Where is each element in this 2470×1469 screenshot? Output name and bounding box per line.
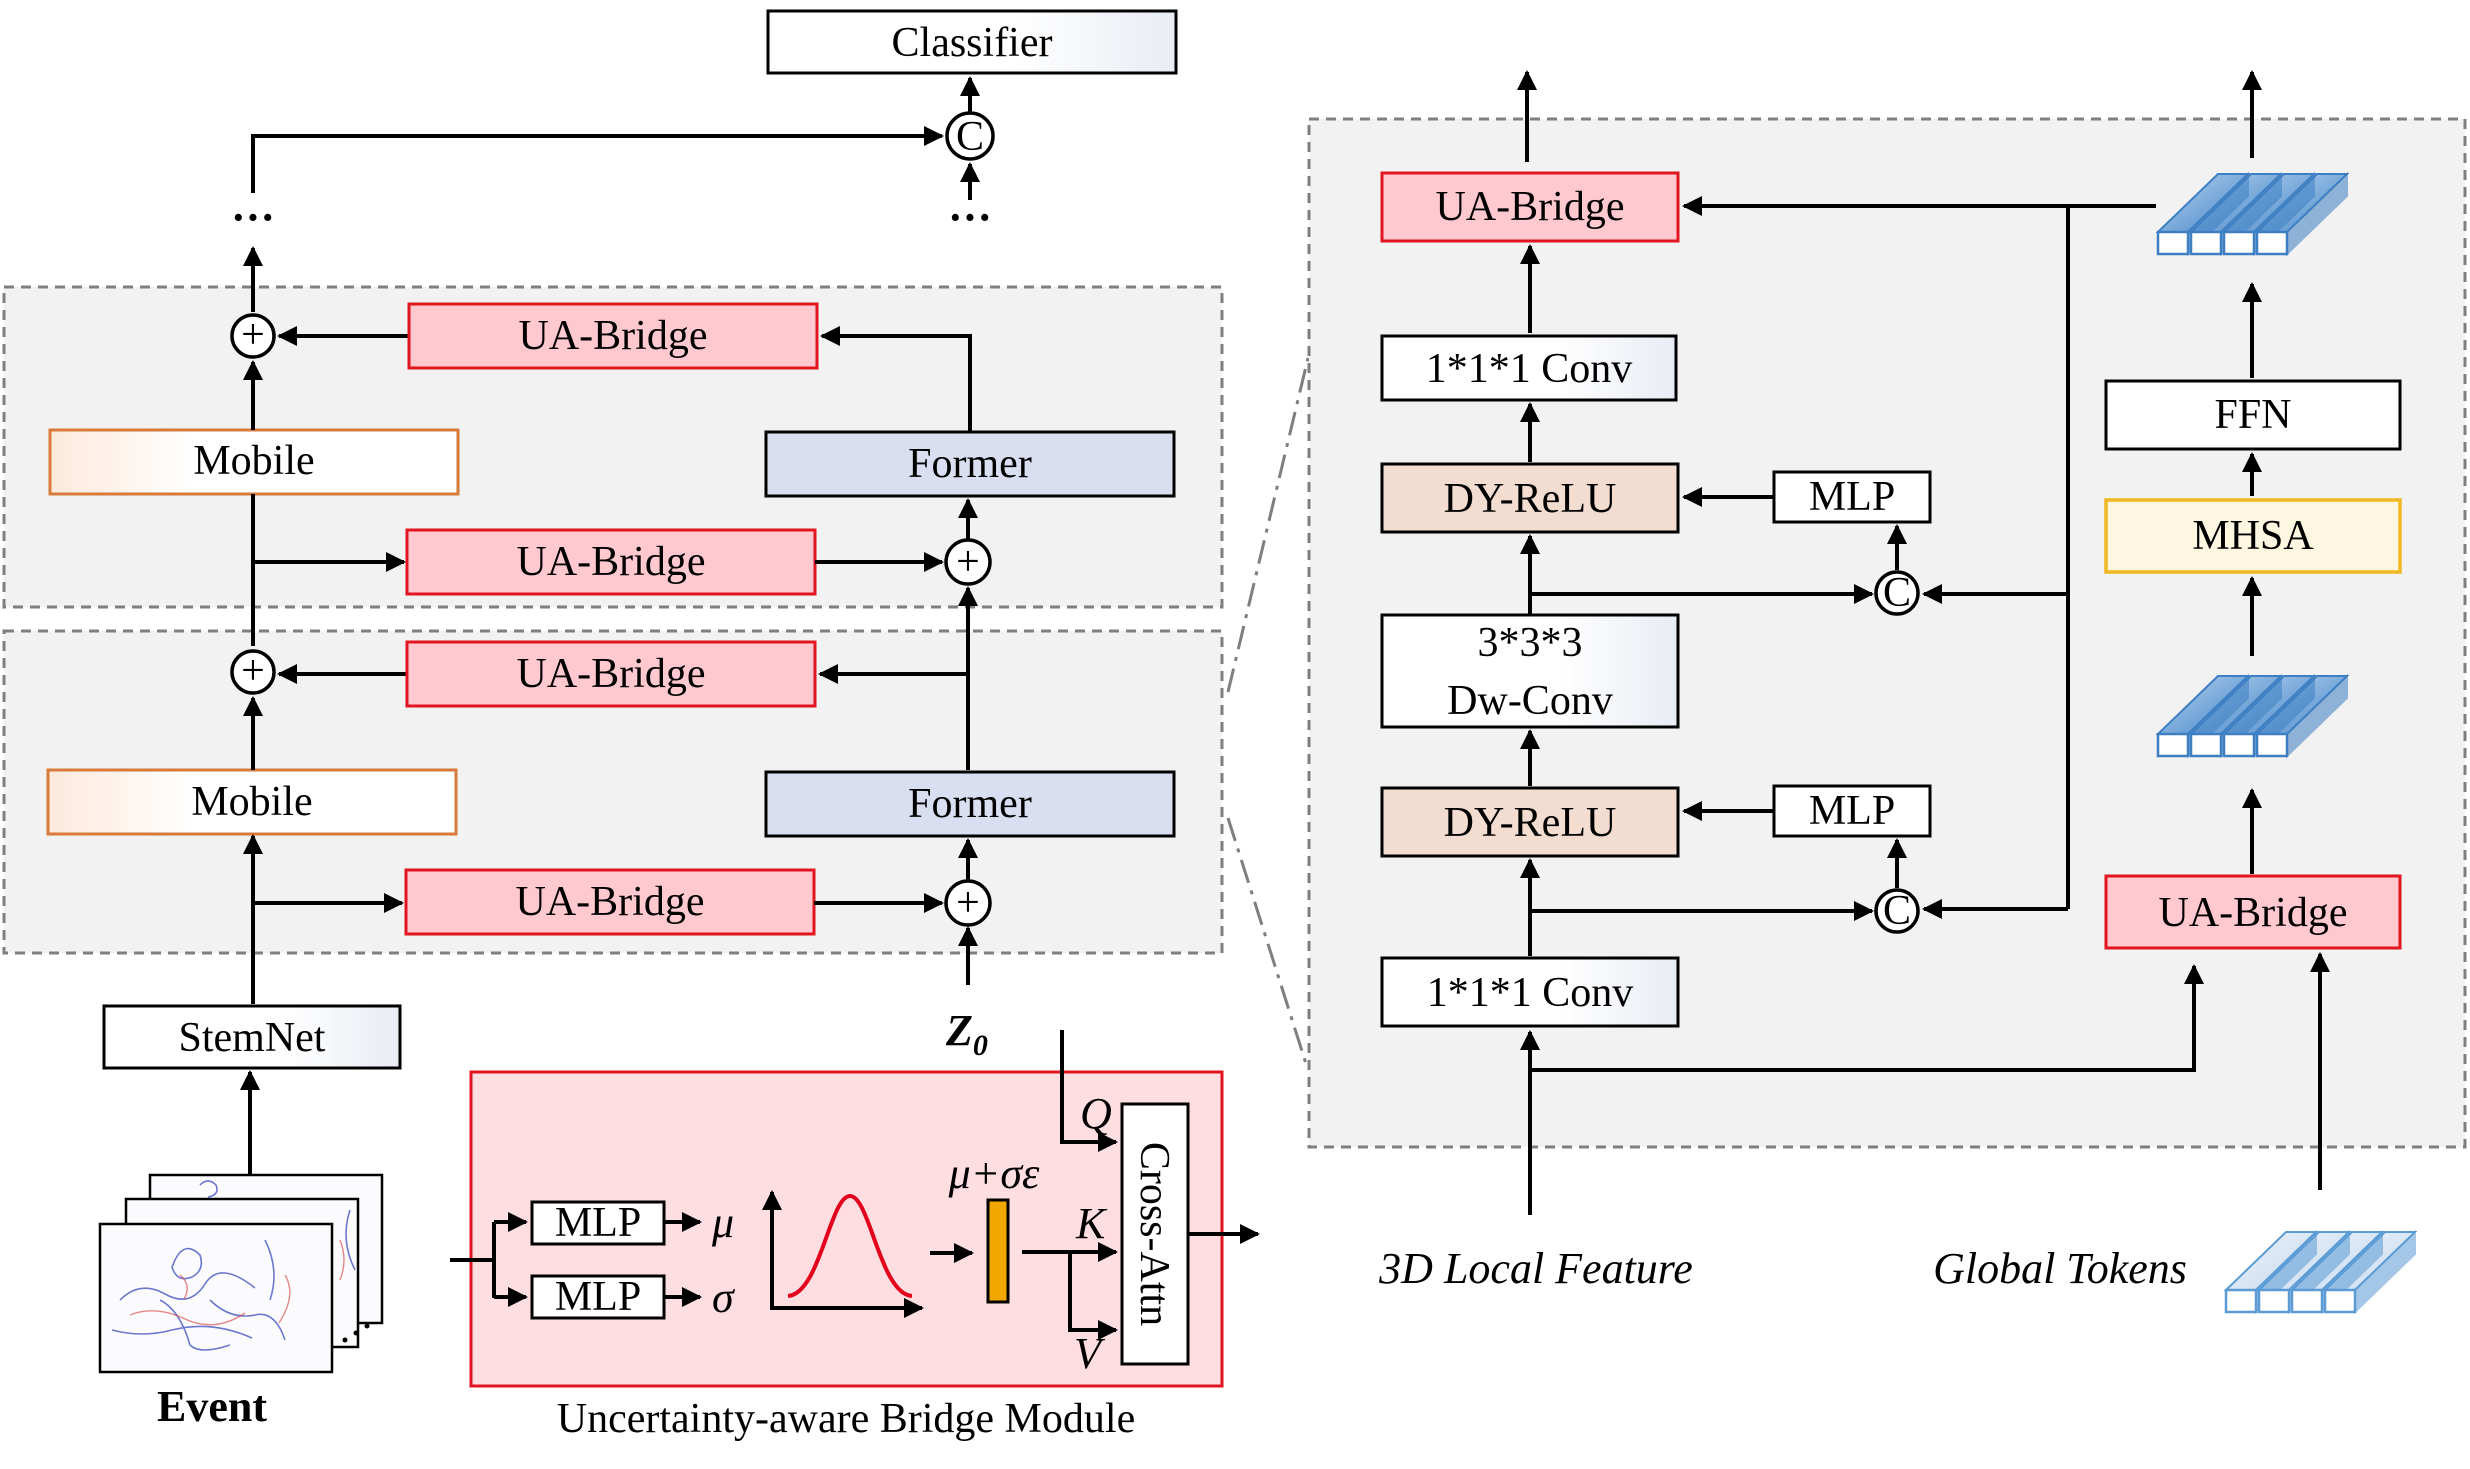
v-label: V — [1074, 1329, 1106, 1378]
detail-ua-bridge-label: UA-Bridge — [1436, 184, 1625, 230]
concat-symbol: C — [1883, 888, 1911, 934]
token-square — [2156, 230, 2190, 256]
detail-ua-bridge-global — [2104, 874, 2402, 950]
dyrelu-top-box — [1380, 462, 1680, 534]
token-square — [2257, 1288, 2291, 1314]
stemnet-label: StemNet — [179, 1015, 326, 1061]
ua-bridge-label: UA-Bridge — [517, 651, 706, 697]
conv1-bottom-label: 1*1*1 Conv — [1427, 970, 1634, 1016]
ua-bridge-lower-top — [405, 640, 817, 708]
add-symbol: + — [241, 648, 265, 694]
global-token-stack-mid — [2155, 673, 2350, 759]
mhsa-box — [2104, 498, 2402, 574]
concat-symbol: C — [1883, 570, 1911, 616]
classifier-label: Classifier — [892, 20, 1053, 66]
bridge-module: Uncertainty-aware Bridge Module MLP MLP … — [450, 1030, 1260, 1442]
token-square — [2255, 732, 2289, 758]
mlp-top-box — [1772, 470, 1932, 524]
add-node-lower-left — [230, 649, 276, 695]
q-label: Q — [1080, 1089, 1112, 1138]
event-frames — [98, 1173, 384, 1374]
conv1-top-label: 1*1*1 Conv — [1426, 346, 1633, 392]
token-square — [2323, 1288, 2357, 1314]
event-label: Event — [157, 1382, 267, 1431]
dyrelu-bottom-box — [1380, 786, 1680, 858]
ellipsis-left: ··· — [231, 193, 275, 242]
concat-node-bottom — [1874, 888, 1920, 934]
add-node-lower-right — [944, 879, 992, 927]
cross-attn-box — [1120, 1102, 1190, 1366]
stemnet-block — [102, 1004, 402, 1070]
dwconv-box — [1380, 613, 1680, 729]
former-label: Former — [908, 441, 1032, 487]
former-label: Former — [908, 781, 1032, 827]
token-square — [2222, 230, 2256, 256]
token-square — [2255, 230, 2289, 256]
zoom-connectors — [1226, 357, 1310, 1071]
dwconv-line1: 3*3*3 — [1478, 620, 1583, 666]
conv1-bottom-box — [1380, 956, 1680, 1028]
global-token-stack-top — [2155, 171, 2350, 257]
add-symbol: + — [241, 312, 265, 358]
mlp-top-label: MLP — [1809, 474, 1895, 520]
global-tokens-label: Global Tokens — [1933, 1244, 2187, 1293]
epsilon-sample-bar — [986, 1198, 1010, 1304]
local-feature-label: 3D Local Feature — [1378, 1244, 1693, 1293]
ua-bridge-upper-bottom — [405, 528, 817, 596]
concat-symbol-top: C — [956, 114, 984, 160]
classifier-box — [766, 9, 1178, 75]
token-square — [2189, 732, 2223, 758]
ffn-label: FFN — [2214, 392, 2291, 438]
cross-attn-label: Cross-Attn — [1131, 1142, 1177, 1326]
former-block-lower — [764, 770, 1176, 838]
concat-node-top — [1874, 570, 1920, 616]
token-square — [2222, 732, 2256, 758]
token-square — [2224, 1288, 2258, 1314]
concat-node-top — [945, 111, 995, 161]
ua-bridge-label: UA-Bridge — [516, 879, 705, 925]
mlp-sigma-label: MLP — [555, 1274, 641, 1320]
dyrelu-top-label: DY-ReLU — [1444, 476, 1617, 522]
z0-label: Z0 — [945, 1006, 988, 1062]
backbone: Classifier C ··· ··· + UA-Bridge Mobile … — [2, 9, 1224, 1431]
mobile-label: Mobile — [191, 779, 312, 825]
ua-bridge-lower-bottom — [404, 868, 816, 936]
mobile-block-upper — [48, 428, 460, 496]
mlp-mu-label: MLP — [555, 1200, 641, 1246]
reparam-label: μ+σε — [948, 1149, 1040, 1198]
token-square — [2189, 230, 2223, 256]
token-square — [2290, 1288, 2324, 1314]
detail-ua-bridge-global-label: UA-Bridge — [2159, 890, 2348, 936]
mlp-mu-box — [530, 1200, 666, 1246]
ffn-box — [2104, 379, 2402, 451]
mu-symbol: μ — [711, 1198, 734, 1247]
conv1-top-box — [1380, 334, 1678, 402]
mlp-bottom-label: MLP — [1809, 788, 1895, 834]
sigma-symbol: σ — [712, 1273, 736, 1322]
add-symbol: + — [956, 539, 980, 585]
add-node-upper-left — [230, 313, 276, 359]
token-square — [2156, 732, 2190, 758]
ua-bridge-upper-top — [407, 302, 819, 370]
mobile-label: Mobile — [193, 438, 314, 484]
former-block-upper — [764, 430, 1176, 498]
dwconv-line2: Dw-Conv — [1447, 678, 1613, 724]
detail-panel: UA-Bridge 1*1*1 Conv DY-ReLU MLP C 3*3*3… — [1307, 70, 2467, 1315]
k-label: K — [1075, 1199, 1108, 1248]
ua-bridge-label: UA-Bridge — [519, 313, 708, 359]
bridge-module-title: Uncertainty-aware Bridge Module — [557, 1396, 1135, 1442]
detail-ua-bridge-top — [1380, 171, 1680, 243]
gaussian-plot — [762, 1190, 924, 1318]
global-token-stack-input — [2223, 1229, 2418, 1315]
mhsa-label: MHSA — [2192, 513, 2314, 559]
ua-bridge-label: UA-Bridge — [517, 539, 706, 585]
ellipsis-right: ··· — [948, 193, 992, 242]
dyrelu-bottom-label: DY-ReLU — [1444, 800, 1617, 846]
add-symbol: + — [956, 880, 980, 926]
